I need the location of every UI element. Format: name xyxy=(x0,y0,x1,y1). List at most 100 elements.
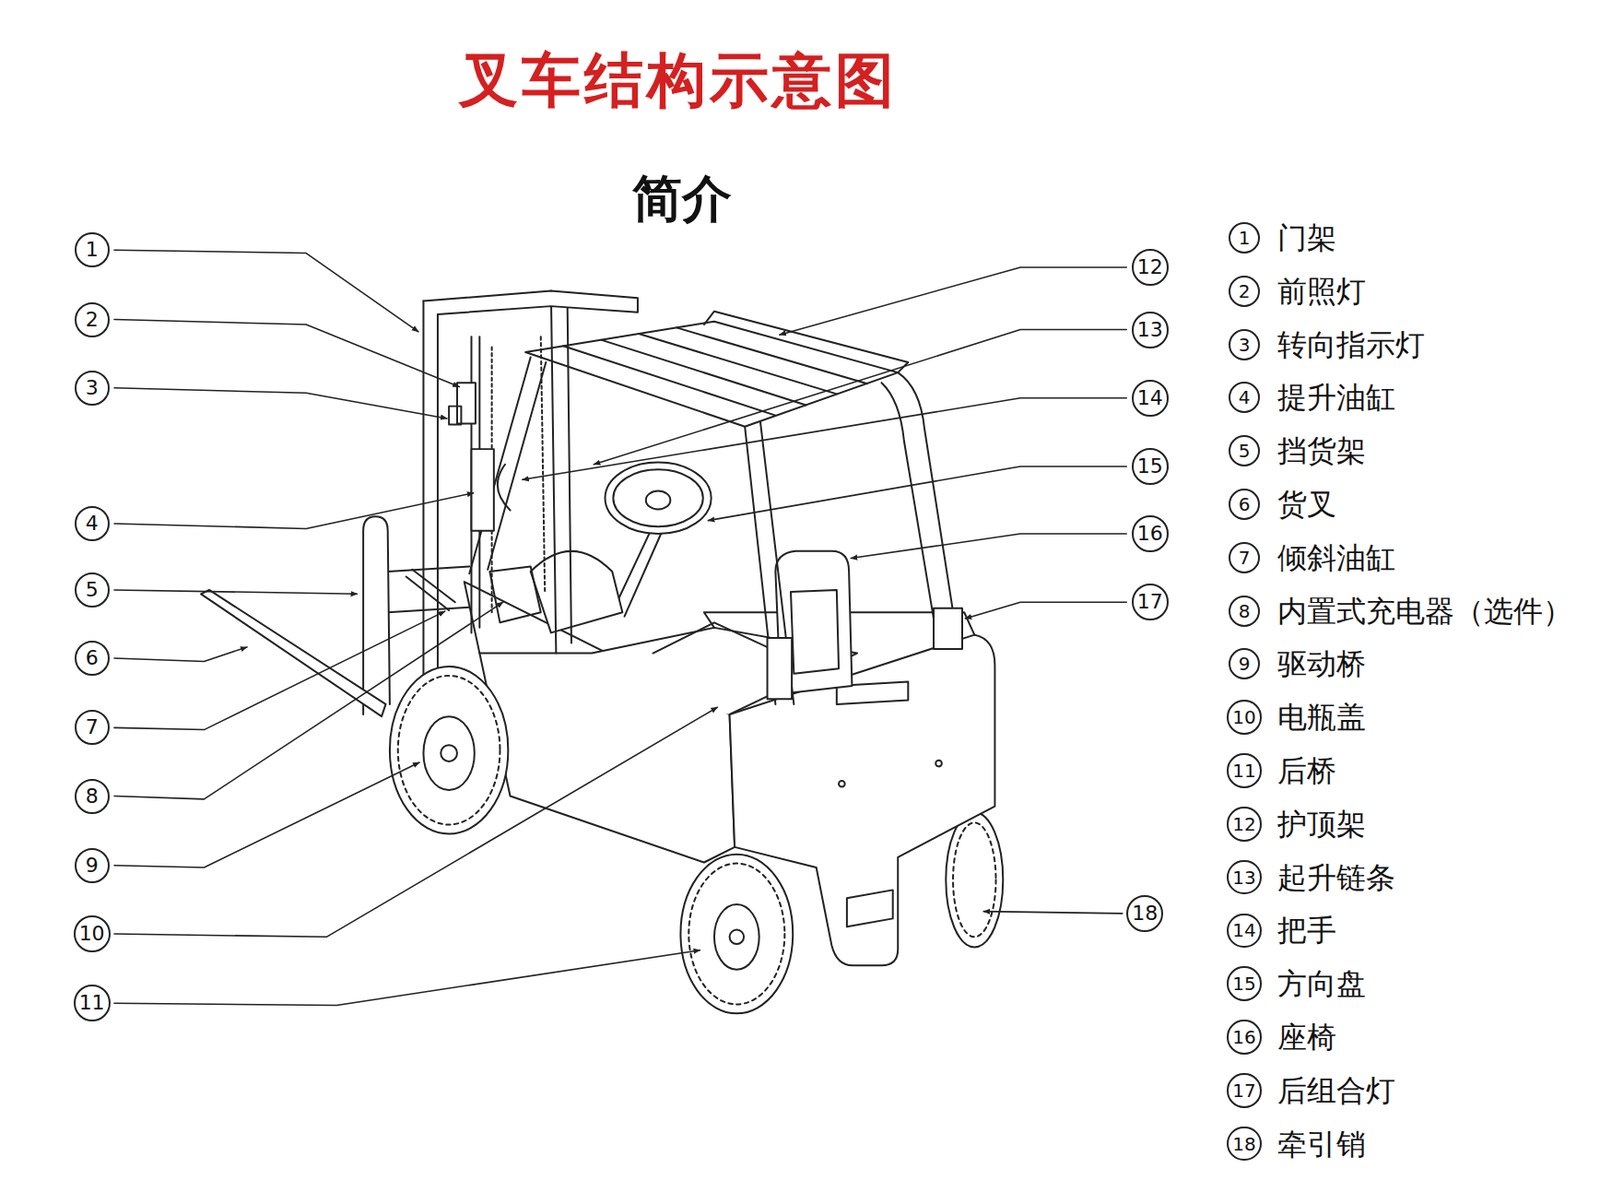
part-name: 座椅 xyxy=(1277,1020,1337,1055)
number-text: 15 xyxy=(1137,456,1164,477)
legend-number: 10 xyxy=(1226,699,1261,734)
hub xyxy=(440,744,458,762)
legend-number: 12 xyxy=(1226,806,1261,841)
steering-hub xyxy=(646,491,671,510)
fork-carriage xyxy=(388,565,471,612)
leader-line xyxy=(964,601,1127,619)
legend-number: 13 xyxy=(1226,859,1261,895)
number-text: 6 xyxy=(1238,494,1251,514)
leader-line xyxy=(114,706,718,937)
number-text: 10 xyxy=(1232,707,1256,727)
legend-number: 4 xyxy=(1228,381,1260,413)
part-name: 护顶架 xyxy=(1277,806,1366,841)
lift-chain xyxy=(492,336,546,612)
callout-number: 6 xyxy=(74,640,110,676)
number-text: 17 xyxy=(1232,1081,1256,1100)
rim xyxy=(423,716,474,790)
wheel xyxy=(680,854,793,1014)
leader-line xyxy=(114,601,504,800)
number-text: 9 xyxy=(1238,654,1251,673)
leader-line xyxy=(114,762,420,868)
legend-number: 1 xyxy=(1228,222,1260,254)
number-text: 14 xyxy=(1137,388,1164,409)
subtitle: 简介 xyxy=(632,170,732,228)
legend-number: 5 xyxy=(1228,435,1260,467)
callout-number: 5 xyxy=(74,572,110,608)
diagram-title: 叉车结构示意图 xyxy=(458,47,898,116)
leader-line xyxy=(522,398,1127,481)
number-text: 11 xyxy=(79,992,106,1013)
callout-number: 17 xyxy=(1131,583,1169,621)
number-text: 8 xyxy=(1238,601,1251,621)
part-name: 前照灯 xyxy=(1277,273,1366,308)
part-name: 挡货架 xyxy=(1277,434,1366,469)
legend-number: 14 xyxy=(1226,913,1261,948)
number-text: 3 xyxy=(1238,335,1251,354)
leader-line xyxy=(114,388,448,419)
rear-post xyxy=(744,420,794,705)
tread xyxy=(688,863,785,1005)
leader-line xyxy=(114,611,446,730)
callout-number: 13 xyxy=(1131,311,1169,349)
part-name: 门架 xyxy=(1277,221,1337,256)
mast-crossbar xyxy=(423,291,637,315)
legend-number: 16 xyxy=(1226,1019,1261,1054)
number-text: 16 xyxy=(1232,1027,1256,1047)
part-name: 转向指示灯 xyxy=(1277,327,1425,362)
seat-base xyxy=(653,622,781,653)
number-text: 6 xyxy=(85,647,99,669)
seat-back xyxy=(790,589,839,674)
number-text: 7 xyxy=(85,717,99,738)
legend-number: 15 xyxy=(1226,965,1261,1000)
number-text: 7 xyxy=(1238,548,1251,567)
part-name: 起升链条 xyxy=(1277,859,1396,895)
callout-number: 3 xyxy=(74,370,110,406)
legend-number: 9 xyxy=(1228,647,1260,680)
leader-lines xyxy=(114,249,1127,1005)
callout-number: 15 xyxy=(1131,447,1169,485)
callout-number: 11 xyxy=(73,984,111,1022)
part-name: 牵引销 xyxy=(1277,1126,1366,1161)
legend-number: 8 xyxy=(1228,595,1260,627)
number-text: 16 xyxy=(1137,523,1164,544)
rear-lamp xyxy=(933,608,963,649)
wheel xyxy=(945,811,1003,947)
legend-number: 11 xyxy=(1226,752,1261,788)
number-text: 18 xyxy=(1232,1134,1256,1153)
part-name: 倾斜油缸 xyxy=(1277,540,1396,575)
number-text: 15 xyxy=(1232,974,1256,993)
tilt-cylinder xyxy=(406,569,456,611)
leader-line xyxy=(114,647,248,661)
grab-handle xyxy=(497,464,511,511)
callout-number: 10 xyxy=(73,915,111,953)
steering-wheel xyxy=(605,462,712,534)
number-text: 2 xyxy=(85,309,99,330)
tread xyxy=(952,822,996,937)
legend-number: 17 xyxy=(1226,1072,1261,1107)
head-lamp xyxy=(457,382,476,424)
legend-number: 18 xyxy=(1226,1126,1261,1161)
leader-line xyxy=(114,493,474,530)
leader-line xyxy=(114,249,419,332)
callout-number: 8 xyxy=(74,778,110,814)
guard-edge xyxy=(704,311,908,373)
number-text: 13 xyxy=(1232,868,1256,887)
number-text: 3 xyxy=(85,377,99,399)
legend-number: 2 xyxy=(1228,275,1260,307)
number-text: 10 xyxy=(79,923,106,944)
tow-pin-plate xyxy=(847,889,894,927)
number-text: 5 xyxy=(85,579,99,600)
bolt xyxy=(838,780,846,788)
tread xyxy=(398,675,501,825)
number-text: 17 xyxy=(1137,591,1164,612)
legend-number: 7 xyxy=(1228,541,1260,574)
rear-lamp xyxy=(767,637,793,699)
front-post xyxy=(469,356,546,574)
leader-line xyxy=(707,466,1127,521)
hub xyxy=(729,929,744,944)
number-text: 12 xyxy=(1137,257,1164,278)
number-text: 8 xyxy=(85,786,99,807)
leader-line xyxy=(114,950,700,1006)
number-text: 11 xyxy=(1232,761,1256,780)
number-text: 4 xyxy=(1238,388,1251,407)
